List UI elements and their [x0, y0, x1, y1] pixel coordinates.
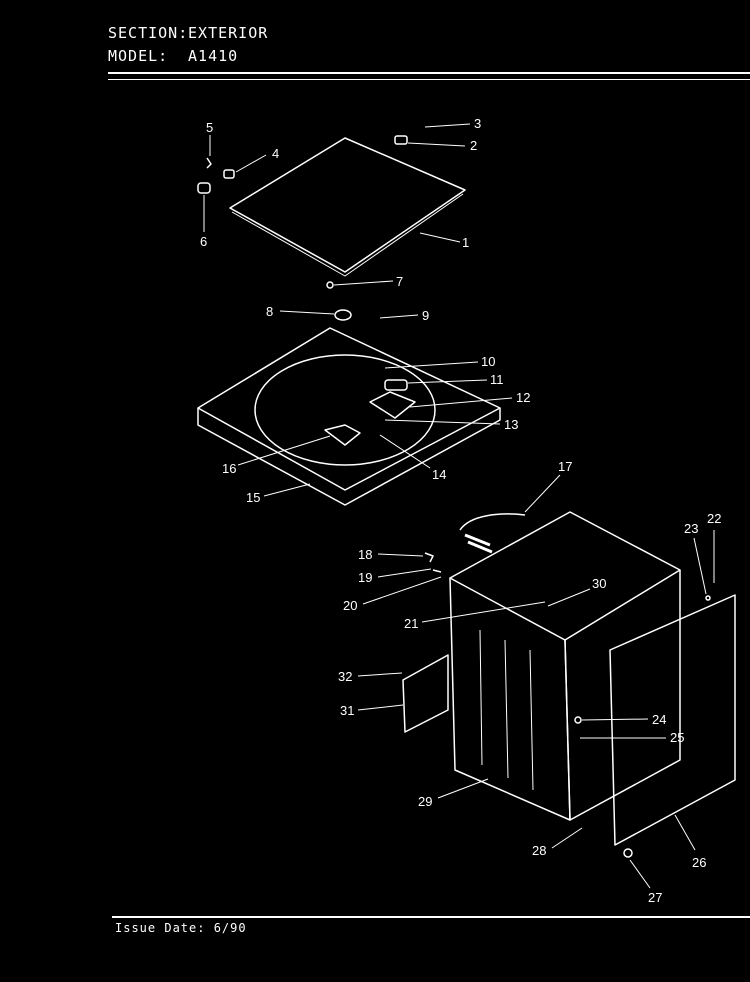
callout-19: 19 — [358, 570, 372, 585]
callout-1: 1 — [462, 235, 469, 250]
tub-opening — [254, 354, 436, 466]
leader-1 — [419, 232, 461, 243]
callout-22: 22 — [707, 511, 721, 526]
back-panel-part — [609, 594, 736, 846]
cord-terminals — [464, 533, 493, 554]
power-cord-part — [459, 513, 526, 531]
clip-part-18 — [424, 552, 434, 563]
hinge-part-4 — [223, 169, 235, 179]
footer-rule — [112, 916, 750, 918]
bumper-part-7 — [326, 281, 334, 289]
callout-24: 24 — [652, 712, 666, 727]
callout-17: 17 — [558, 459, 572, 474]
screw-part-23 — [705, 595, 711, 601]
callout-31: 31 — [340, 703, 354, 718]
access-panel-part — [402, 654, 449, 733]
callout-29: 29 — [418, 794, 432, 809]
screw-part-24 — [574, 716, 582, 724]
screw-part-5 — [206, 157, 212, 169]
leader-28 — [551, 827, 583, 849]
leader-32 — [357, 672, 403, 677]
callout-28: 28 — [532, 843, 546, 858]
leader-19 — [377, 568, 432, 578]
leader-12 — [409, 397, 513, 408]
callout-13: 13 — [504, 417, 518, 432]
callout-30: 30 — [592, 576, 606, 591]
callout-26: 26 — [692, 855, 706, 870]
section-label: SECTION: — [108, 24, 189, 42]
hinge-part-6 — [197, 182, 211, 194]
callout-27: 27 — [648, 890, 662, 905]
leader-27 — [629, 859, 651, 889]
leader-26 — [674, 814, 696, 851]
leader-31 — [357, 704, 404, 711]
leader-29 — [437, 778, 489, 799]
callout-20: 20 — [343, 598, 357, 613]
section-header: SECTION: EXTERIOR — [108, 24, 268, 42]
model-label: MODEL: — [108, 47, 169, 65]
model-value: A1410 — [188, 47, 239, 65]
leader-2 — [407, 142, 466, 147]
cabinet-ribs — [479, 629, 534, 791]
leader-11 — [407, 379, 488, 384]
callout-2: 2 — [470, 138, 477, 153]
leader-17 — [524, 474, 561, 513]
callout-6: 6 — [200, 234, 207, 249]
leader-15 — [263, 483, 311, 497]
callout-7: 7 — [396, 274, 403, 289]
callout-18: 18 — [358, 547, 372, 562]
leader-20 — [362, 576, 442, 605]
bracket-part-16 — [324, 424, 361, 446]
leader-23 — [693, 537, 707, 595]
leader-24 — [581, 718, 649, 721]
callout-25: 25 — [670, 730, 684, 745]
switch-part-11 — [384, 379, 408, 391]
cabinet-top — [449, 511, 681, 641]
leader-16 — [237, 435, 331, 466]
leader-7 — [333, 280, 394, 286]
leader-3 — [424, 123, 471, 128]
header-rule-top — [108, 72, 750, 74]
callout-32: 32 — [338, 669, 352, 684]
leader-18 — [377, 553, 424, 557]
callout-9: 9 — [422, 308, 429, 323]
cabinet-side — [564, 570, 681, 821]
callout-15: 15 — [246, 490, 260, 505]
callout-23: 23 — [684, 521, 698, 536]
issue-date: Issue Date: 6/90 — [115, 921, 247, 935]
foot-part-27 — [623, 848, 633, 858]
seal-part-8 — [334, 309, 352, 321]
clip-part-19 — [432, 569, 442, 573]
leader-13 — [384, 419, 501, 425]
leader-8 — [279, 310, 335, 315]
callout-3: 3 — [474, 116, 481, 131]
model-header: MODEL: A1410 — [108, 47, 238, 65]
lid-edge — [231, 193, 464, 277]
header-rule-bottom — [108, 79, 750, 80]
leader-30 — [547, 588, 591, 607]
leader-10 — [384, 361, 479, 369]
hinge-part-2 — [394, 135, 408, 145]
callout-12: 12 — [516, 390, 530, 405]
callout-8: 8 — [266, 304, 273, 319]
callout-4: 4 — [272, 146, 279, 161]
callout-16: 16 — [222, 461, 236, 476]
lid-part — [229, 137, 466, 273]
section-value: EXTERIOR — [188, 24, 269, 42]
top-panel-side — [197, 408, 501, 506]
leader-14 — [379, 434, 431, 469]
switch-bracket-part-12 — [369, 391, 416, 419]
callout-11: 11 — [490, 372, 504, 387]
leader-21 — [421, 601, 546, 623]
callout-14: 14 — [432, 467, 446, 482]
callout-5: 5 — [206, 120, 213, 135]
callout-10: 10 — [481, 354, 495, 369]
callout-21: 21 — [404, 616, 418, 631]
leader-9 — [379, 314, 419, 319]
leader-4 — [235, 154, 267, 173]
